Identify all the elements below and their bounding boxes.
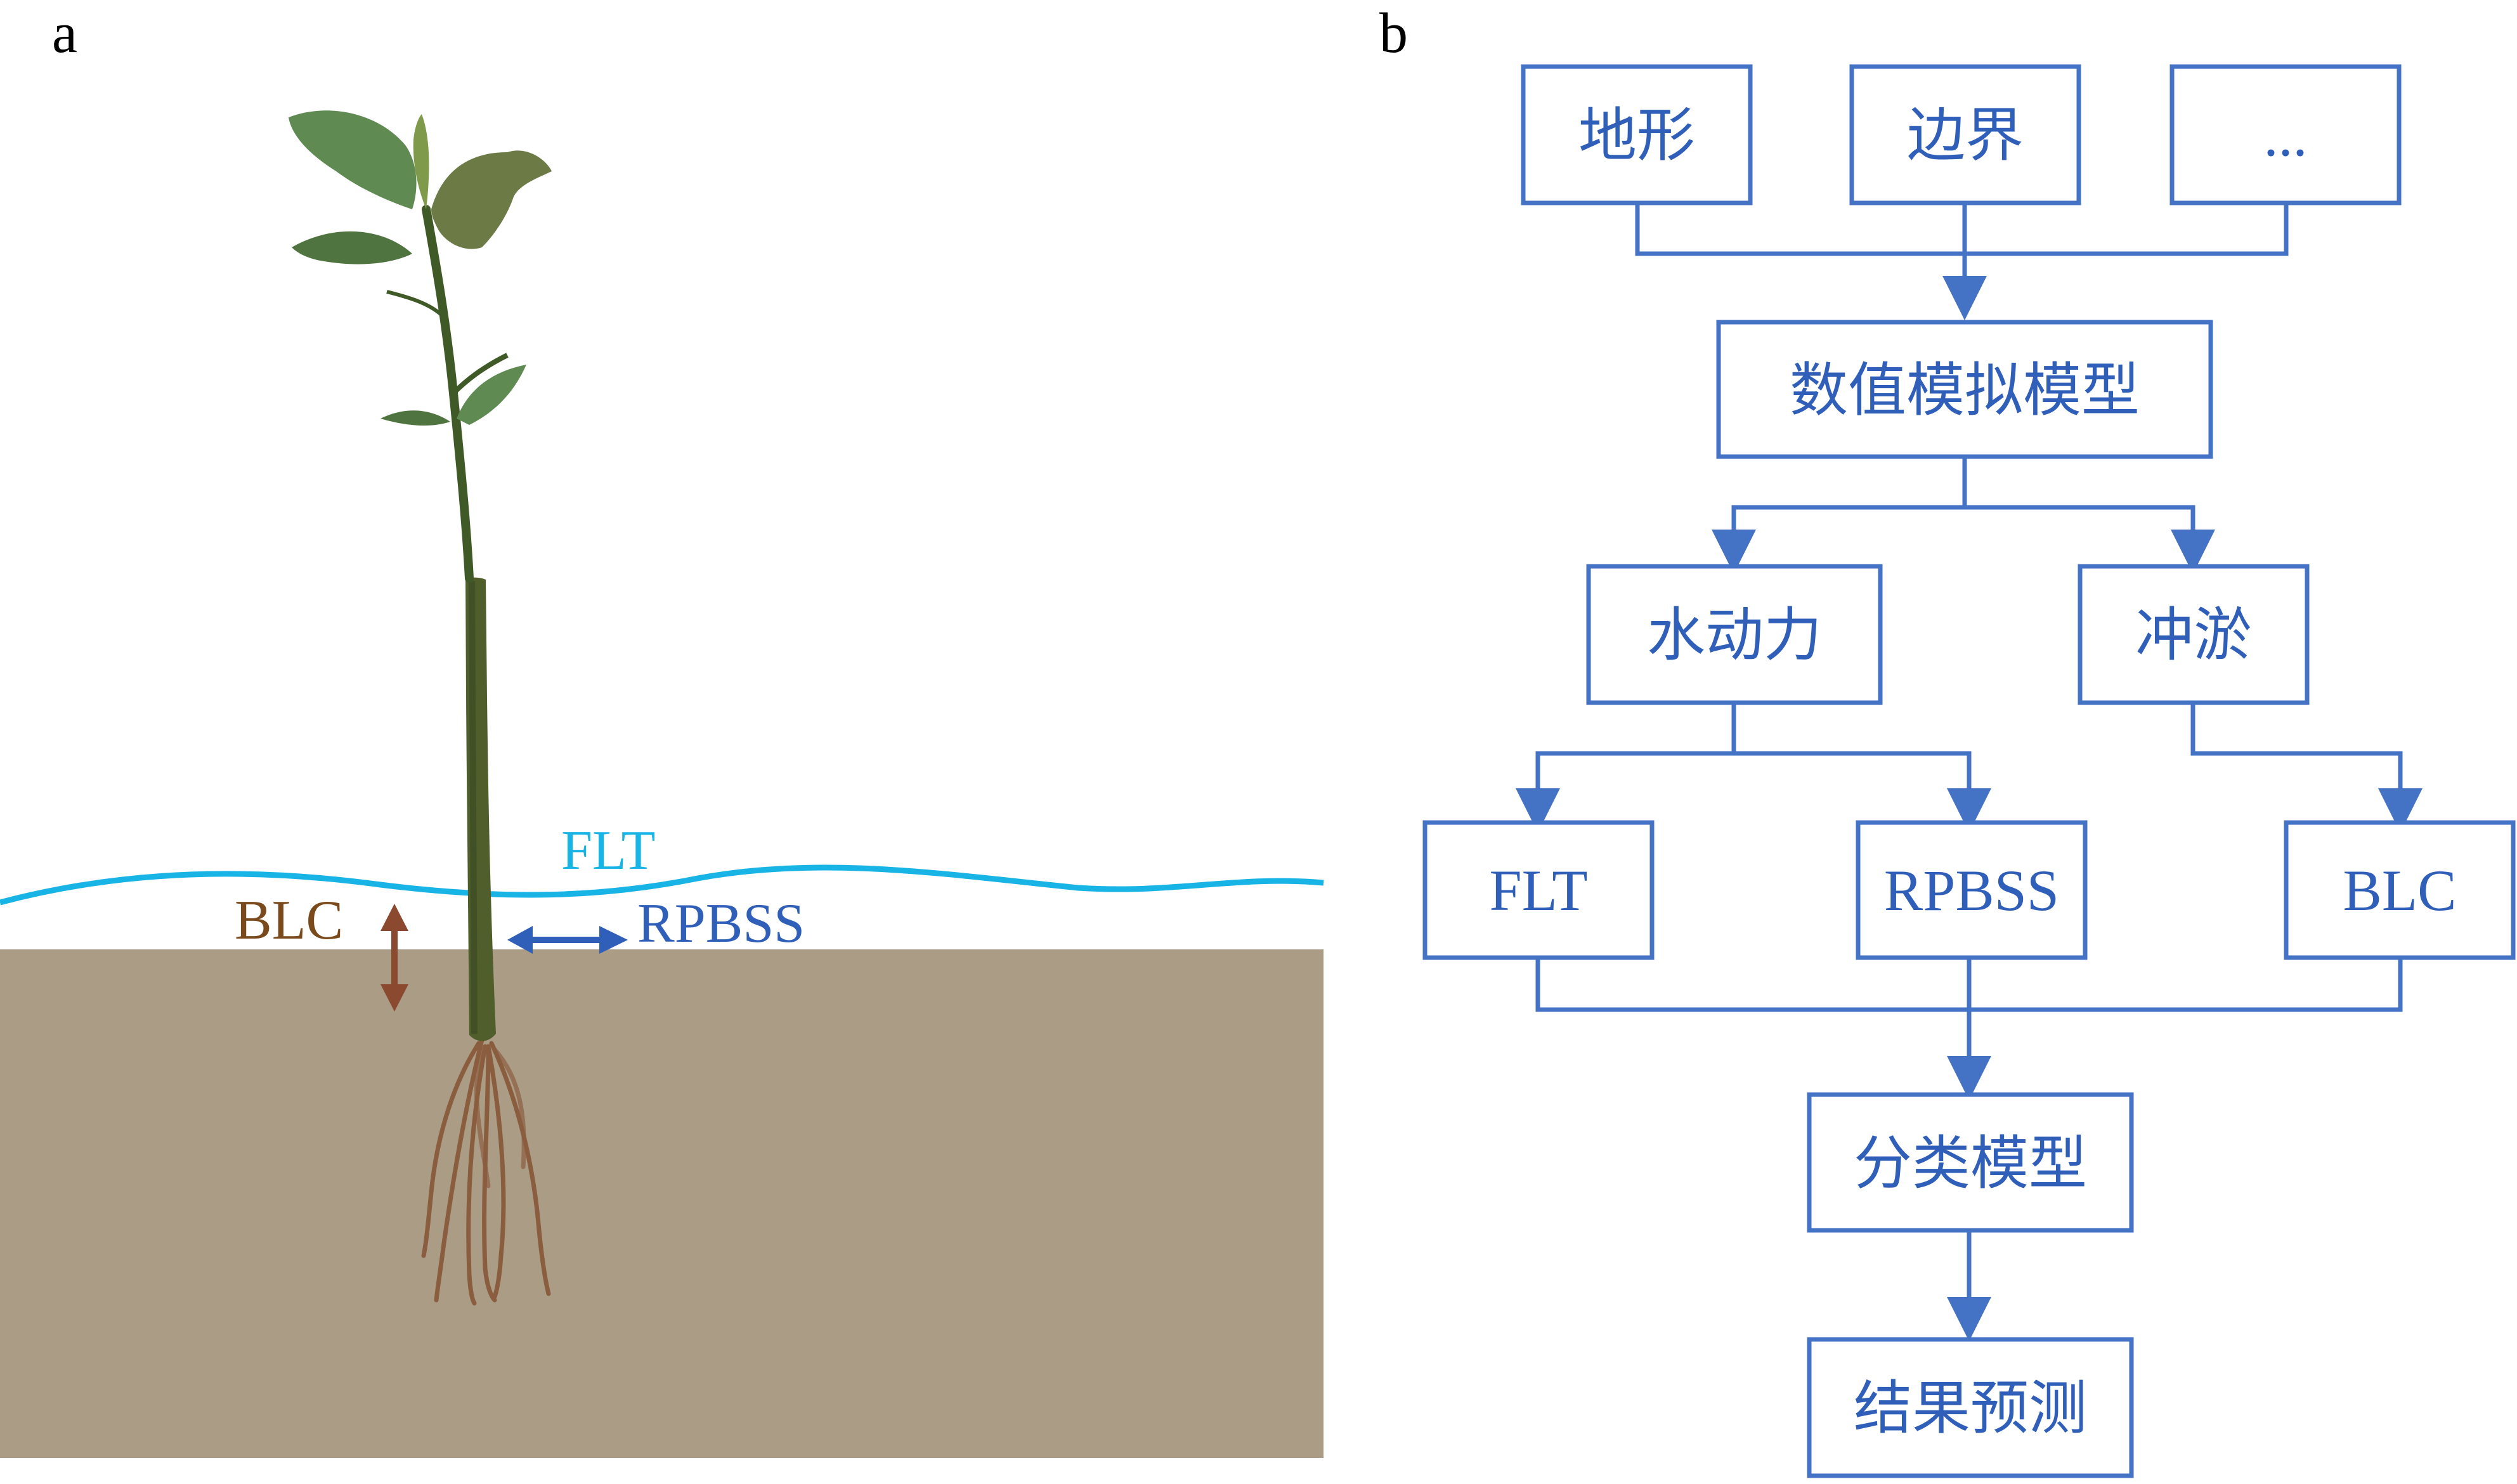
node-classification-model-label: 分类模型 [1854,1131,2087,1196]
soil-block [0,949,1324,1458]
blc-annotation: BLC [235,890,343,951]
node-numerical-model-label: 数值模拟模型 [1790,358,2140,423]
flt-annotation: FLT [561,820,655,882]
water-surface-line [0,864,1324,906]
node-boundary-label: 边界 [1907,103,2024,168]
node-more-label: ... [2264,103,2308,168]
node-blc-label: BLC [2343,858,2457,923]
double-arrow-horizontal-icon [507,926,628,954]
node-flt-label: FLT [1489,858,1587,923]
rpbss-annotation: RPBSS [637,893,805,954]
panel-b: b [1379,2,2516,1478]
node-erosion-deposition-box [2078,564,2310,705]
node-more-box [2169,64,2402,205]
node-rpbss-box [1856,820,2088,960]
panel-b-label: b [1379,2,1408,65]
node-rpbss-label: RPBSS [1884,858,2059,923]
node-hydrodynamics-label: 水动力 [1647,603,1822,668]
node-prediction-label: 结果预测 [1854,1376,2087,1441]
node-terrain-label: 地形 [1578,103,1695,168]
node-terrain-box [1521,64,1753,205]
node-boundary-box [1849,64,2081,205]
flow-connectors [1516,203,2423,1341]
node-hydrodynamics-box [1586,564,1883,705]
node-numerical-model-box [1716,320,2213,459]
panel-a: a [0,2,1324,1458]
node-erosion-deposition-label: 冲淤 [2135,603,2252,668]
mangrove-seedling-icon [289,110,552,1306]
node-flt-box [1422,820,1655,960]
double-arrow-vertical-icon [380,904,408,1012]
node-blc-box [2284,820,2516,960]
panel-a-label: a [52,2,77,65]
node-prediction-box [1807,1337,2134,1478]
node-classification-model-box [1807,1092,2134,1233]
